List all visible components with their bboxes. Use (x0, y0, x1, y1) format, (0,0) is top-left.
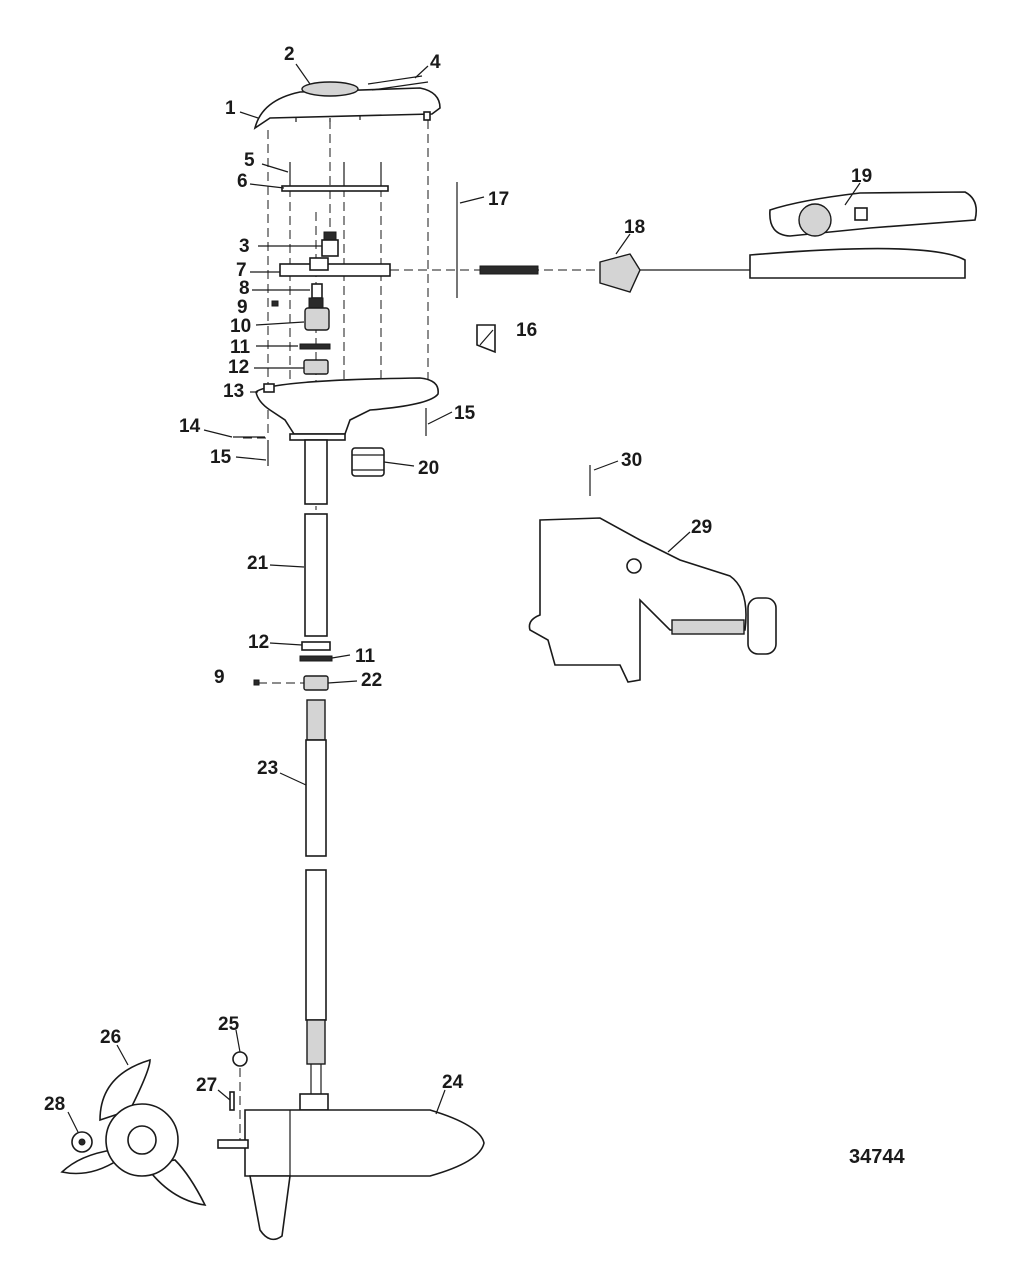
callout-11: 11 (355, 646, 376, 667)
top-cover-assembly (253, 75, 441, 130)
callout-5: 5 (244, 150, 255, 171)
callout-18: 18 (624, 217, 645, 238)
figure-number: 34744 (849, 1146, 905, 1168)
callout-9: 9 (214, 667, 225, 688)
callout-15: 15 (454, 403, 476, 424)
cover-cap (301, 81, 359, 97)
steering-bracket (279, 231, 391, 299)
callout-14: 14 (179, 416, 201, 437)
collar (351, 447, 385, 477)
callout-labels: 1 2 4 5 6 3 7 8 9 10 11 12 13 14 15 15 1… (44, 44, 905, 1168)
callout-16: 16 (516, 320, 537, 341)
callout-12: 12 (228, 357, 249, 378)
callout-30: 30 (621, 450, 642, 471)
callout-9: 9 (237, 297, 248, 318)
callout-11: 11 (230, 337, 251, 358)
lower-unit (217, 1093, 485, 1241)
callout-17: 17 (488, 189, 509, 210)
callout-23: 23 (257, 758, 278, 779)
callout-28: 28 (44, 1094, 65, 1115)
lower-housing (255, 377, 439, 441)
lower-stack (253, 641, 333, 691)
callout-8: 8 (239, 278, 250, 299)
upper-stack (271, 297, 331, 375)
callout-19: 19 (851, 166, 872, 187)
callout-22: 22 (361, 670, 382, 691)
callout-3: 3 (239, 236, 250, 257)
callout-24: 24 (442, 1072, 464, 1093)
top-cover (253, 87, 441, 130)
callout-2: 2 (284, 44, 295, 65)
fasteners (233, 408, 427, 466)
callout-7: 7 (236, 260, 247, 281)
plate (281, 185, 389, 192)
callout-10: 10 (230, 316, 251, 337)
callout-21: 21 (247, 553, 269, 574)
upper-shaft (304, 439, 328, 637)
callout-15: 15 (210, 447, 232, 468)
callout-29: 29 (691, 517, 712, 538)
callout-1: 1 (225, 98, 236, 119)
transom-clamp (528, 465, 777, 683)
lower-shaft (305, 699, 327, 1094)
motor-collar (304, 307, 330, 331)
screws-and-plate (281, 162, 389, 192)
callout-4: 4 (430, 52, 441, 73)
bracket (279, 263, 391, 277)
callout-12: 12 (248, 632, 269, 653)
callout-6: 6 (237, 171, 248, 192)
callout-26: 26 (100, 1027, 121, 1048)
callout-13: 13 (223, 381, 244, 402)
callout-27: 27 (196, 1075, 217, 1096)
callout-20: 20 (418, 458, 439, 479)
leader-lines (67, 63, 861, 1133)
propeller-assembly (60, 1051, 248, 1207)
callout-25: 25 (218, 1014, 240, 1035)
